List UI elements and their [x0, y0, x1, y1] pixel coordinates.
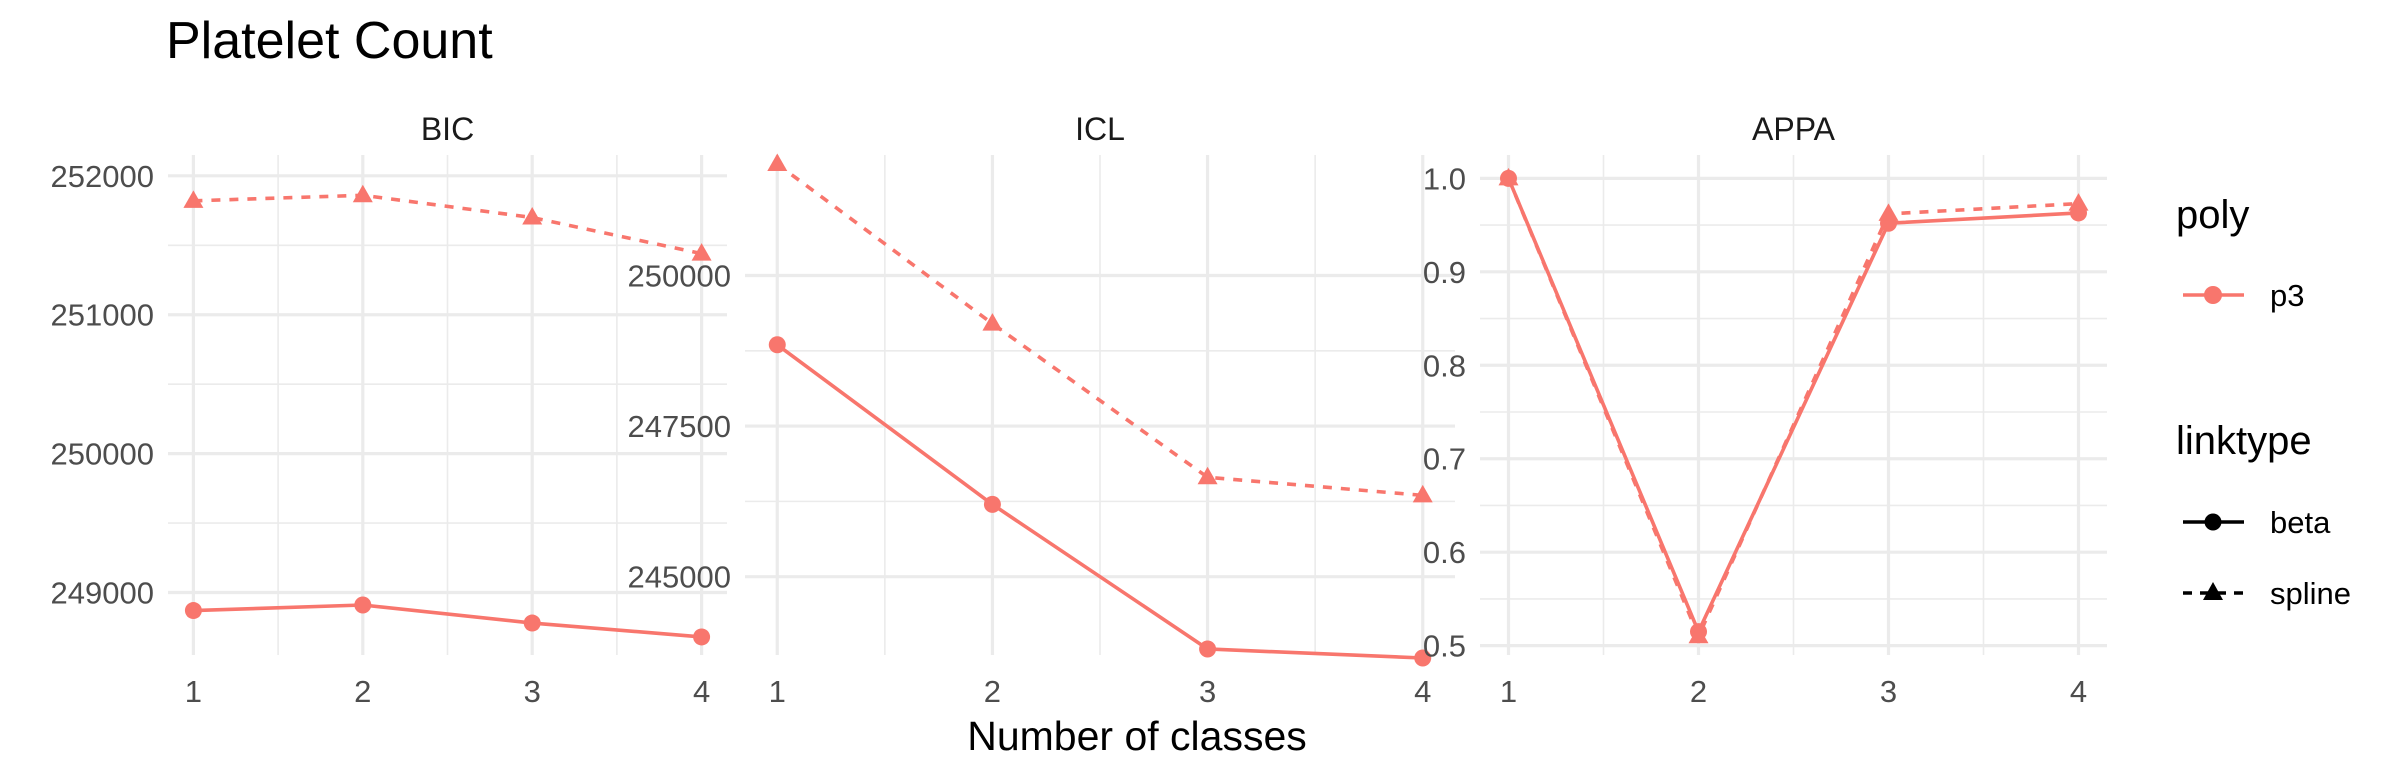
- x-tick-label: 1: [1500, 674, 1517, 709]
- y-tick-label: 0.8: [1423, 348, 1466, 383]
- x-tick-label: 2: [1690, 674, 1707, 709]
- legend-title-poly: poly: [2176, 193, 2249, 237]
- point-spline: [691, 243, 712, 261]
- point-spline: [982, 313, 1003, 331]
- y-tick-label: 247500: [628, 409, 731, 444]
- y-tick-label: 250000: [628, 258, 731, 293]
- point-beta: [184, 602, 202, 620]
- point-beta: [523, 614, 541, 632]
- point-spline: [522, 207, 543, 225]
- legend: poly p3 linktype beta spline: [2176, 193, 2351, 611]
- point-spline: [1688, 625, 1709, 644]
- x-tick-label: 2: [984, 674, 1001, 709]
- strip-label-bic: BIC: [421, 111, 474, 147]
- legend-key-spline-point: [2203, 582, 2223, 600]
- y-tick-label: 250000: [51, 437, 154, 472]
- y-tick-label: 245000: [628, 560, 731, 595]
- point-spline: [1412, 484, 1433, 503]
- point-beta: [1414, 649, 1432, 667]
- strip-label-icl: ICL: [1075, 111, 1125, 147]
- point-spline: [767, 153, 788, 172]
- x-tick-label: 1: [769, 674, 786, 709]
- y-tick-label: 1.0: [1423, 161, 1466, 196]
- series-line-beta: [193, 603, 702, 639]
- strip-label-appa: APPA: [1752, 111, 1836, 147]
- series-line-beta: [776, 343, 1423, 660]
- series-line-spline: [1506, 177, 2079, 639]
- series-line-spline: [193, 193, 702, 256]
- y-tick-label: 249000: [51, 576, 154, 611]
- panel-appa: APPA 0.5 0.6 0.7 0.8 0.9 1.0 1 2 3 4: [1423, 111, 2107, 709]
- chart-title: Platelet Count: [166, 12, 493, 70]
- legend-title-linktype: linktype: [2176, 419, 2312, 463]
- x-tick-label: 3: [1880, 674, 1897, 709]
- point-spline: [352, 184, 373, 203]
- x-tick-label: 2: [354, 674, 371, 709]
- legend-key-p3-point: [2204, 286, 2222, 304]
- point-spline: [183, 190, 204, 208]
- y-tick-label: 0.6: [1423, 535, 1466, 570]
- y-tick-label: 0.7: [1423, 442, 1466, 477]
- y-tick-label: 0.5: [1423, 629, 1466, 664]
- y-tick-label: 252000: [51, 159, 154, 194]
- point-beta: [768, 336, 786, 354]
- series-line-spline: [776, 162, 1423, 498]
- point-beta: [983, 495, 1001, 513]
- panel-bic: BIC 249000 250000 251000 252000 1 2 3 4: [51, 111, 727, 709]
- legend-label-spline: spline: [2270, 576, 2351, 611]
- x-tick-label: 4: [1414, 674, 1431, 709]
- x-tick-label: 4: [2070, 674, 2087, 709]
- y-tick-label: 0.9: [1423, 255, 1466, 290]
- panels-layer: BIC 249000 250000 251000 252000 1 2 3 4 ICL 245000…: [51, 111, 2107, 709]
- point-beta: [693, 628, 711, 646]
- legend-label-beta: beta: [2270, 505, 2331, 540]
- point-spline: [1197, 466, 1218, 485]
- y-tick-label: 251000: [51, 298, 154, 333]
- point-spline: [1878, 203, 1899, 221]
- x-tick-label: 3: [1199, 674, 1216, 709]
- point-spline: [1498, 167, 1519, 186]
- x-tick-label: 4: [693, 674, 710, 709]
- point-beta: [1199, 640, 1217, 658]
- x-tick-label: 1: [185, 674, 202, 709]
- x-axis-title: Number of classes: [967, 713, 1307, 759]
- legend-label-p3: p3: [2270, 278, 2304, 313]
- x-tick-label: 3: [524, 674, 541, 709]
- legend-key-beta-point: [2204, 513, 2222, 531]
- panel-icl: ICL 245000 247500 250000 1 2 3 4: [628, 111, 1455, 709]
- point-beta: [354, 596, 372, 614]
- point-spline: [2068, 193, 2089, 211]
